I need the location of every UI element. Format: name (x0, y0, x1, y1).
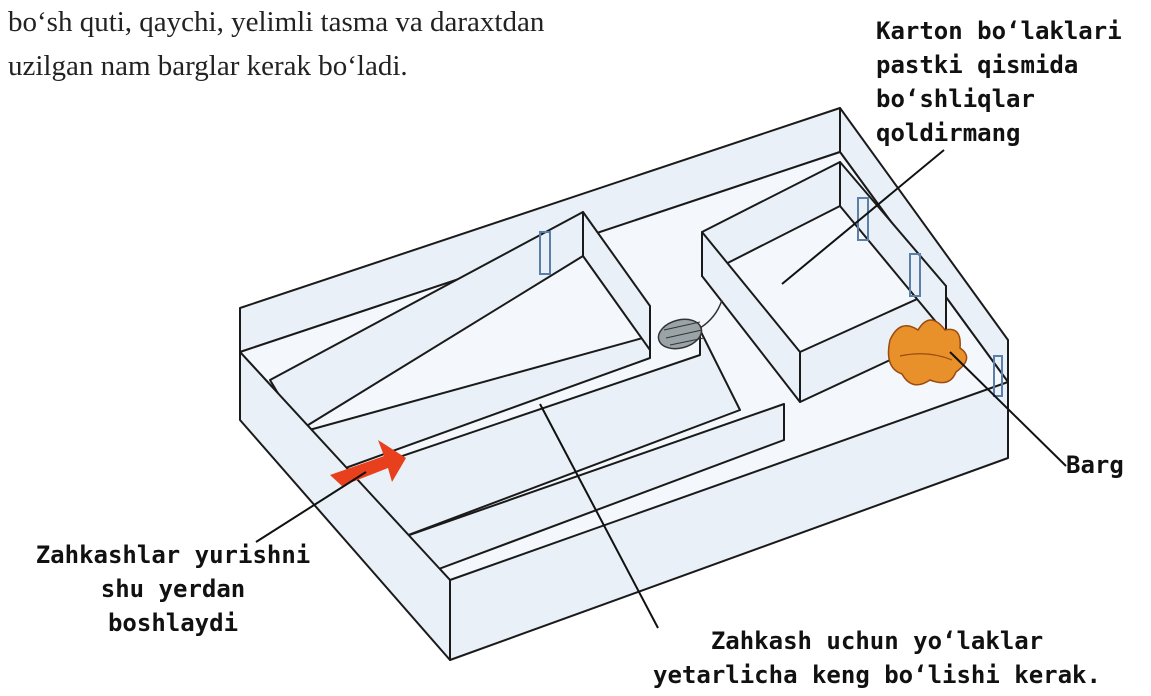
callout-leaf: Barg (1066, 448, 1124, 482)
intro-line-1: bo‘sh quti, qaychi, yelimli tasma va dar… (8, 6, 545, 38)
callout-line: Zahkashlar yurishni (35, 541, 311, 569)
callout-line: boshlaydi (107, 609, 239, 637)
callout-line: Zahkash uchun yo‘laklar (710, 627, 1044, 655)
outer-front-wall (449, 381, 1009, 661)
leader-line-top (781, 149, 945, 285)
door-icon (539, 231, 551, 275)
door-icon (993, 355, 1003, 397)
leader-line-leaf (949, 351, 1067, 467)
leaf-icon (887, 319, 968, 386)
intro-text: bo‘sh quti, qaychi, yelimli tasma va dar… (8, 0, 768, 88)
callout-start: Zahkashlar yurishni shu yerdan boshlaydi (8, 538, 338, 640)
callout-line: shu yerdan (100, 575, 246, 603)
callout-line: bo‘shliqlar (876, 85, 1035, 113)
start-arrow-icon (330, 440, 406, 486)
callout-cardboard-gaps: Karton bo‘laklari pastki qismida bo‘shli… (876, 14, 1122, 150)
leader-line-width (539, 403, 659, 629)
callout-line: Barg (1066, 451, 1124, 479)
woodlouse-icon (657, 299, 723, 350)
callout-line: Karton bo‘laklari (876, 17, 1122, 45)
callout-line: pastki qismida (876, 51, 1079, 79)
callout-line: yetarlicha keng bo‘lishi kerak. (653, 661, 1101, 689)
door-icon (857, 197, 869, 241)
door-icon (909, 253, 921, 297)
callout-line: qoldirmang (876, 119, 1021, 147)
partition-wall (582, 211, 651, 351)
callout-corridor-width: Zahkash uchun yo‘laklar yetarlicha keng … (604, 624, 1150, 692)
intro-line-2: uzilgan nam barglar kerak bo‘ladi. (8, 50, 408, 82)
leader-line-start (255, 471, 367, 543)
